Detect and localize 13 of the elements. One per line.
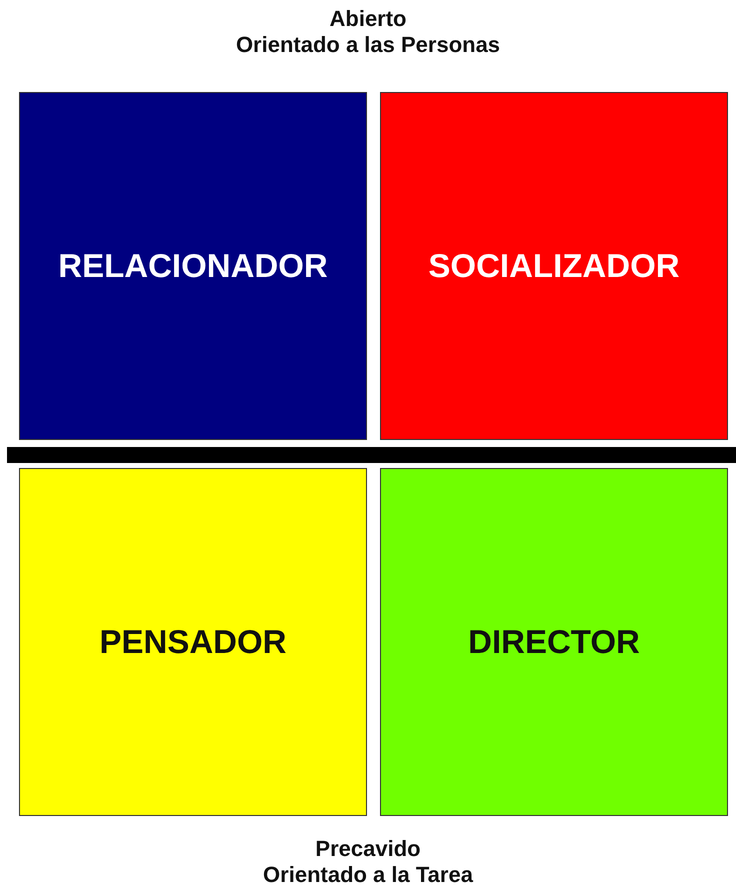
quadrant-box xyxy=(380,92,728,440)
quadrant-title: DIRECTOR xyxy=(468,622,640,662)
divider-bar xyxy=(7,447,736,463)
axis-label: Orientado a las Personas xyxy=(236,32,500,58)
quadrant-title: RELACIONADOR xyxy=(58,246,328,286)
axis-label: Precavido xyxy=(315,836,421,862)
axis-label: Abierto xyxy=(330,6,406,32)
quadrant-box xyxy=(19,92,367,440)
quadrant-title: PENSADOR xyxy=(99,622,287,662)
quadrant-box xyxy=(380,468,728,816)
axis-label: Orientado a la Tarea xyxy=(263,862,473,888)
quadrant-box xyxy=(19,468,367,816)
quadrant-title: SOCIALIZADOR xyxy=(428,246,680,286)
